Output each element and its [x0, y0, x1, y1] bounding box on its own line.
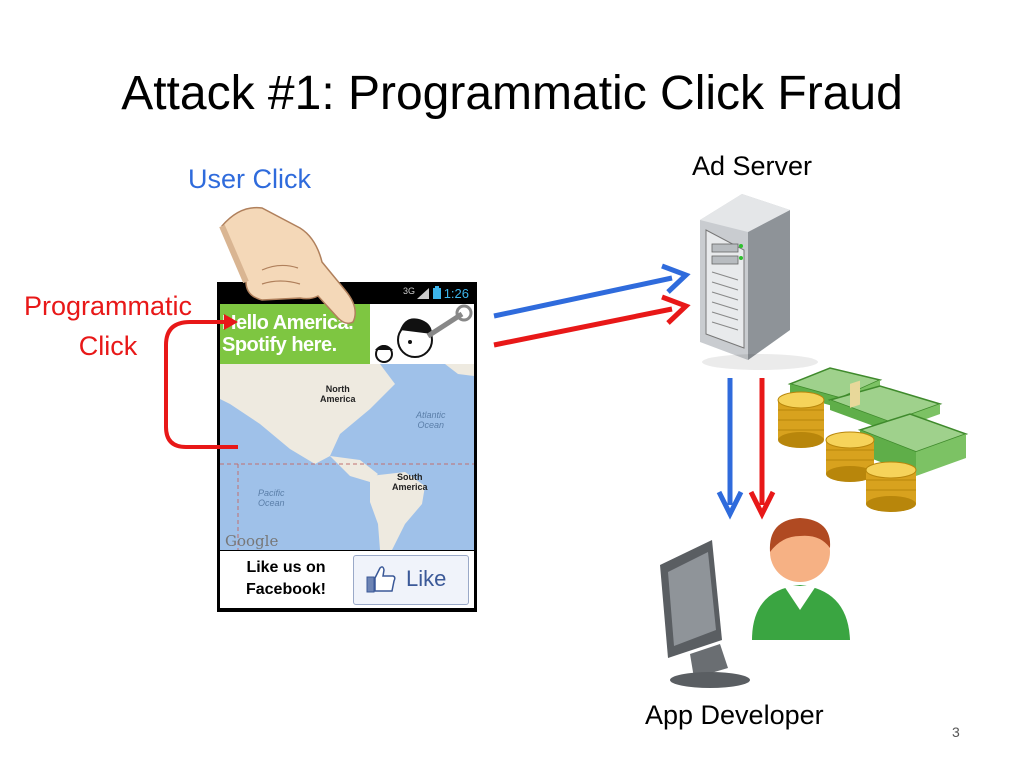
network-indicator: 3G — [403, 286, 416, 296]
payment-arrow-red — [748, 378, 776, 520]
cartoon-musician-icon — [370, 304, 474, 364]
ad-server-label: Ad Server — [692, 151, 813, 181]
programmatic-click-line1: Programmatic — [23, 291, 193, 321]
app-developer-label: App Developer — [645, 700, 824, 730]
coins-icon — [777, 391, 917, 512]
money-stack-icon — [787, 367, 969, 476]
banner-line-2: Spotify here. — [222, 334, 337, 356]
battery-icon — [433, 286, 441, 299]
page-number: 3 — [952, 724, 960, 740]
thumbs-up-icon — [366, 566, 396, 593]
programmatic-click-arrow-to-server — [493, 294, 691, 348]
programmatic-click-label: Programmatic Click — [8, 286, 208, 366]
user-click-arrow-to-server — [493, 263, 691, 319]
slide-title: Attack #1: Programmatic Click Fraud — [121, 67, 903, 120]
google-logo: Google — [225, 532, 279, 550]
status-bar: 3G 1:26 — [217, 282, 477, 304]
status-time: 1:26 — [443, 286, 469, 301]
server-icon — [700, 194, 818, 370]
user-click-label: User Click — [188, 164, 312, 194]
facebook-like-area: Like us on Facebook! Like — [220, 551, 474, 608]
programmatic-click-line2: Click — [78, 331, 138, 361]
payment-arrow-blue — [716, 378, 744, 520]
banner-line-1: Hello America. — [222, 312, 354, 334]
signal-icon — [417, 287, 429, 299]
facebook-like-button[interactable]: Like — [353, 555, 469, 605]
developer-computer-icon — [660, 518, 850, 688]
phone-screen: 3G 1:26 Hello America. Spotify here. — [217, 282, 477, 612]
map-land-shapes — [220, 364, 474, 550]
like-us-text: Like us on Facebook! — [245, 559, 326, 598]
spotify-ad-banner[interactable]: Hello America. Spotify here. — [220, 304, 474, 364]
like-button-label: Like — [406, 566, 447, 591]
